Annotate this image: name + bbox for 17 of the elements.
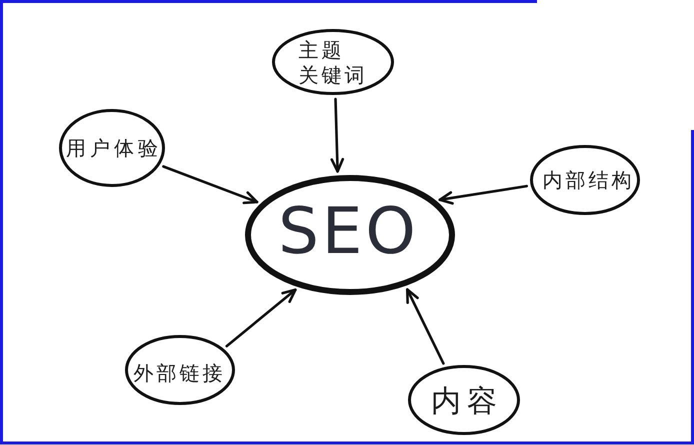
arrow — [162, 165, 258, 204]
bubble-label: 内容 — [430, 383, 503, 421]
bubble-label: 外部链接 — [132, 360, 226, 386]
arrow — [406, 288, 445, 365]
bubble — [125, 335, 235, 405]
bubble-label: 内部结构 — [542, 168, 634, 192]
arrow — [225, 288, 297, 348]
bubble-label: 用户体验 — [65, 136, 162, 160]
arrow — [330, 98, 344, 173]
bubble — [408, 365, 520, 435]
hub-ellipse — [245, 175, 455, 295]
arrow — [438, 184, 528, 205]
bubble — [272, 29, 394, 95]
bubble — [59, 109, 165, 187]
bubble — [530, 145, 640, 215]
hub-label: SEO — [277, 194, 419, 271]
bubble-label: 主题关键词 — [298, 38, 368, 88]
